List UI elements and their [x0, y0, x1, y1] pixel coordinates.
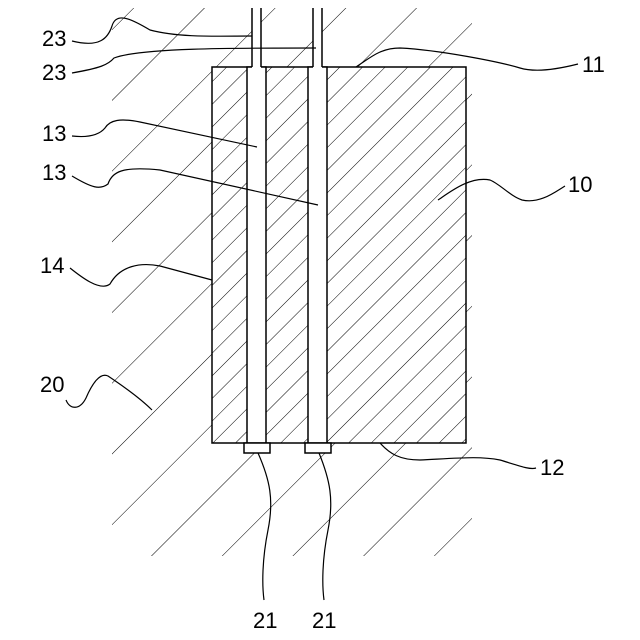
label-20: 20: [40, 372, 64, 397]
label-23-bottom: 23: [42, 60, 66, 85]
label-11: 11: [582, 52, 605, 77]
label-21-left: 21: [253, 608, 277, 633]
label-12: 12: [540, 455, 564, 480]
label-23-top: 23: [42, 26, 66, 51]
label-21-right: 21: [312, 608, 336, 633]
wire-23-right: [313, 8, 322, 68]
label-14: 14: [40, 253, 64, 278]
contact-21-left: [244, 443, 270, 453]
contact-21-right: [305, 443, 331, 453]
label-13-top: 13: [42, 121, 66, 146]
label-10: 10: [568, 172, 592, 197]
label-13-bottom: 13: [42, 160, 66, 185]
wire-23-left: [252, 8, 261, 68]
channel-13-right: [308, 67, 327, 443]
channel-13-left: [247, 67, 266, 443]
